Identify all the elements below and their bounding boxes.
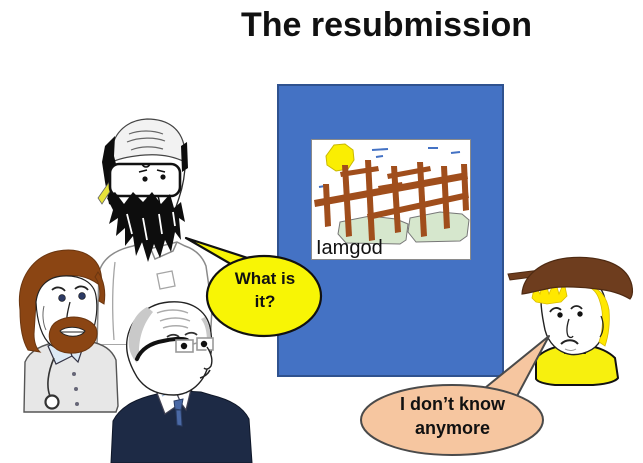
glasses: [175, 337, 214, 353]
student-cap: [507, 256, 634, 300]
reviewer-beard-figure: [18, 249, 119, 413]
reviewer-bald-sweater: [110, 384, 253, 463]
speech-bubble-student: [360, 335, 550, 456]
safety-goggles: [108, 162, 182, 198]
speech-bubble-student-text: I don’t know anymore: [400, 394, 505, 439]
speech-bubble-committee-text: What is it?: [234, 269, 296, 311]
black-beard: [107, 192, 185, 262]
reviewer-beard-head: [18, 249, 106, 354]
tie: [173, 398, 184, 427]
speech-bubble-committee: [184, 236, 323, 338]
sun-shape: [325, 143, 355, 172]
fence-shape: [314, 160, 469, 241]
poster-artwork-canvas: Iamgod: [311, 139, 471, 260]
poster-board: Iamgod: [277, 84, 504, 377]
reviewer-bald-figure: [110, 301, 253, 463]
artwork-label: Iamgod: [316, 237, 383, 259]
page-title: The resubmission: [241, 6, 532, 44]
student-hair: [531, 276, 568, 305]
student-figure: [507, 256, 634, 386]
artwork-drawing: [314, 143, 470, 245]
reviewer-goggles-head: [97, 118, 188, 262]
reviewer-bald-head: [126, 301, 214, 396]
student-face-features: [549, 305, 604, 351]
